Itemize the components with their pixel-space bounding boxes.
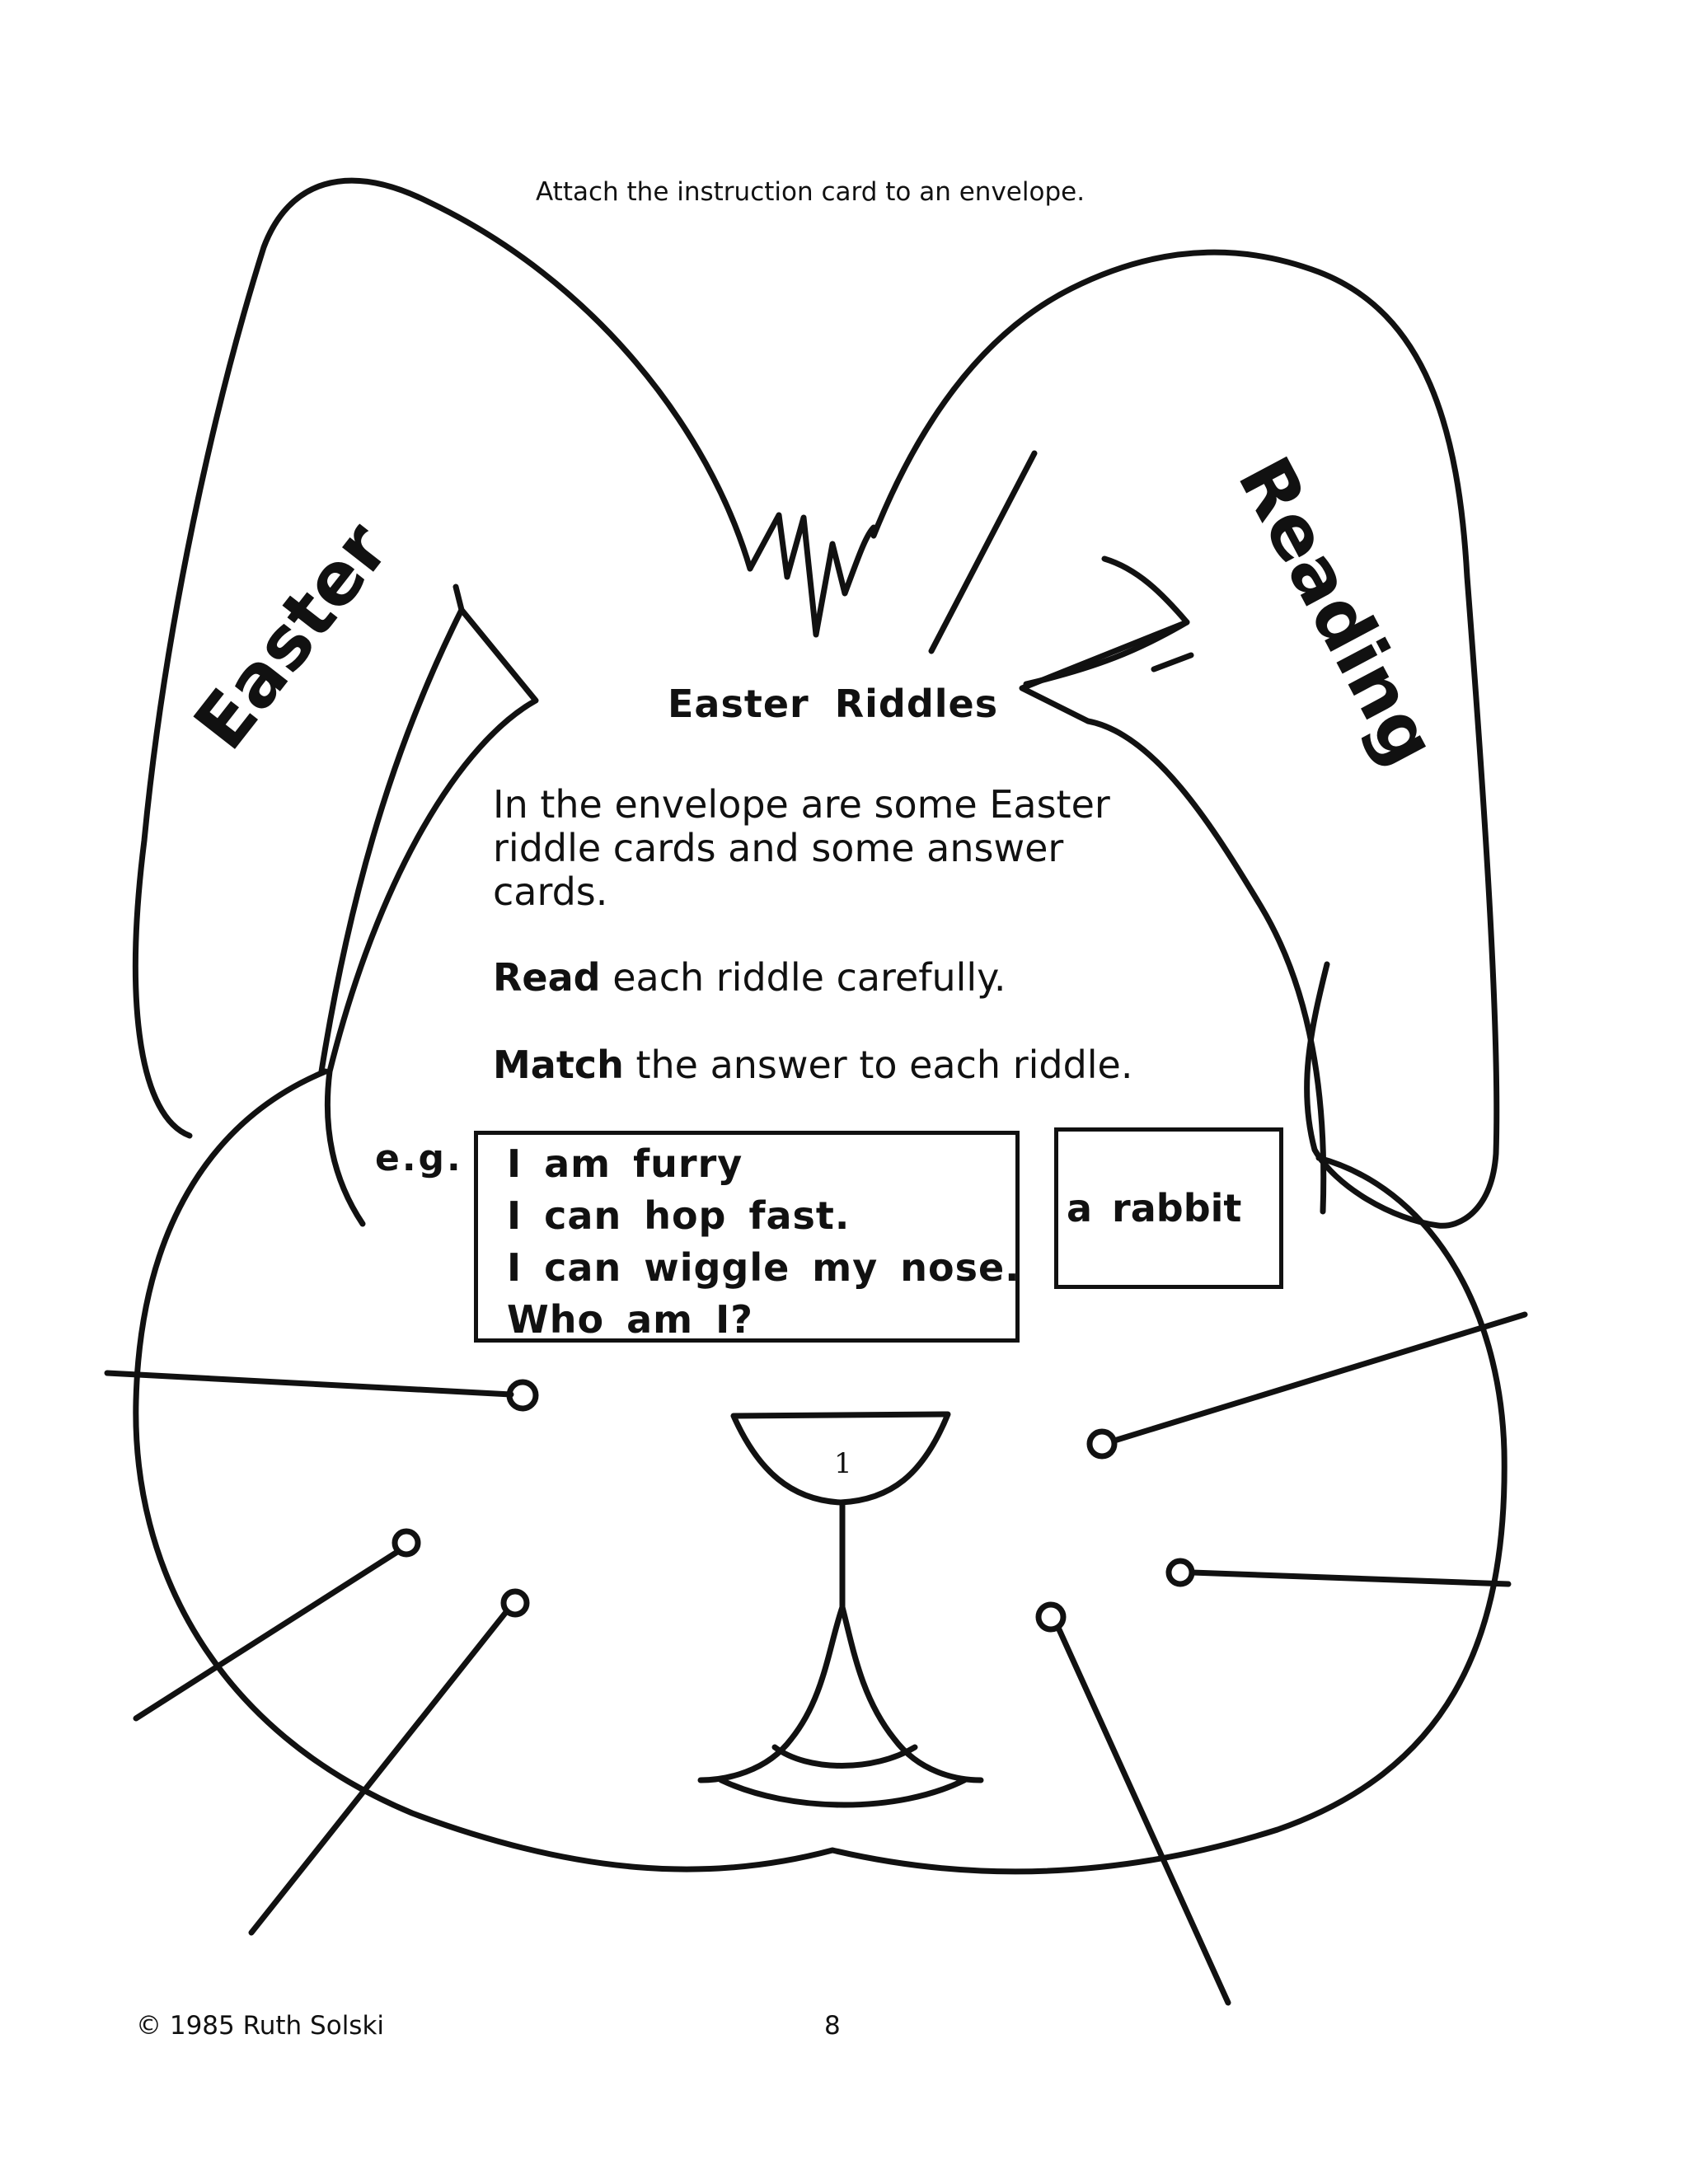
mouth-right [839,1604,984,1783]
fur-tuft-2 [928,450,1038,654]
whisker-1 [104,1370,514,1398]
answer-text: a rabbit [1067,1186,1242,1230]
nose-number: 1 [834,1447,852,1480]
example-answer-card: a rabbit [1054,1127,1283,1289]
right-ear-outline [870,249,1500,1229]
whisker-dot-4 [1086,1428,1118,1460]
left-ear-outline [132,177,753,1139]
whisker-dot-5 [1165,1558,1195,1587]
riddle-line: Who am I? [507,1297,753,1342]
copyright: © 1985 Ruth Solski [136,2011,385,2041]
mouth-left [697,1604,846,1783]
example-label: e.g. [375,1137,463,1179]
whisker-2 [133,1549,401,1722]
head-outline [133,1068,1507,1875]
read-instruction: Read each riddle carefully. [493,956,1006,1000]
match-instruction: Match the answer to each riddle. [493,1043,1132,1087]
right-ear-inner [1019,555,1327,1215]
match-rest: the answer to each riddle. [623,1043,1133,1087]
read-rest: each riddle carefully. [600,955,1006,1000]
page-number: 8 [824,2011,841,2041]
riddle-line: I can wiggle my nose. [507,1245,1020,1290]
whisker-3 [248,1609,509,1936]
chin-curve [771,1744,918,1769]
fur-tuft [747,512,877,638]
example-riddle-card: I am furry I can hop fast. I can wiggle … [474,1131,1020,1343]
whisker-dot-3 [500,1588,530,1618]
whisker-5 [1189,1569,1512,1587]
right-ear-fold [1023,619,1190,687]
whisker-6 [1055,1624,1231,2006]
riddle-line: I can hop fast. [507,1193,851,1238]
riddle-lines: I am furry I can hop fast. I can wiggle … [507,1138,1020,1346]
whisker-dot-2 [392,1528,421,1558]
riddle-line: I am furry [507,1141,743,1186]
match-keyword: Match [493,1043,624,1087]
whisker-4 [1111,1311,1528,1444]
intro-paragraph: In the envelope are some Easter riddle c… [493,782,1110,914]
read-keyword: Read [493,955,601,1000]
left-ear-inner [324,583,539,1227]
left-ear-inner-edge [318,607,465,1075]
card-title: Easter Riddles [668,682,999,726]
right-ear-fold-2 [1151,652,1194,673]
whisker-dot-6 [1035,1601,1067,1633]
chin-curve-2 [718,1777,968,1808]
instruction-text: Attach the instruction card to an envelo… [536,177,1085,207]
